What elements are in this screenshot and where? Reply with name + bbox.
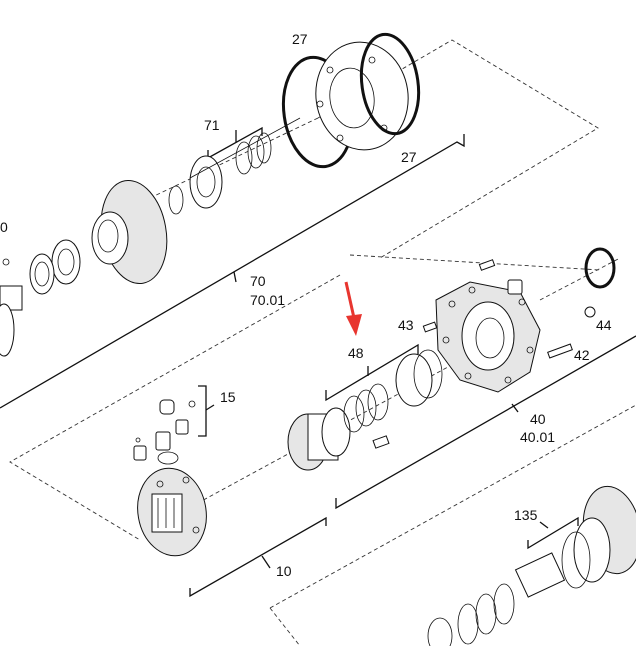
callout-15: 15	[220, 389, 236, 405]
callout-27-right: 27	[401, 149, 417, 165]
callout-0: 0	[0, 219, 8, 235]
callout-70: 70	[250, 273, 266, 289]
red-down-arrow-icon	[344, 281, 362, 336]
callout-70-01: 70.01	[250, 292, 285, 308]
callout-48: 48	[348, 345, 364, 361]
part-135-gear-assembly	[427, 485, 636, 646]
part-71-bearing-and-snap-rings	[168, 117, 301, 215]
callout-40-01: 40.01	[520, 429, 555, 445]
part-70-hub-assembly	[0, 179, 168, 357]
callout-40: 40	[530, 411, 546, 427]
dashed-envelopes	[9, 39, 636, 646]
callout-135: 135	[514, 507, 538, 523]
part-27-o-rings-and-housing	[281, 32, 421, 169]
callout-27-top: 27	[292, 31, 308, 47]
part-40-housing	[422, 247, 616, 393]
callout-44: 44	[596, 317, 612, 333]
part-10-carrier	[137, 467, 207, 557]
callout-71: 71	[204, 117, 220, 133]
part-48-piston-and-seals	[287, 349, 443, 471]
callout-42: 42	[574, 347, 590, 363]
callout-43: 43	[398, 317, 414, 333]
callout-10: 10	[276, 563, 292, 579]
part-15-small-components	[133, 399, 196, 465]
assembly-brackets	[0, 126, 636, 598]
